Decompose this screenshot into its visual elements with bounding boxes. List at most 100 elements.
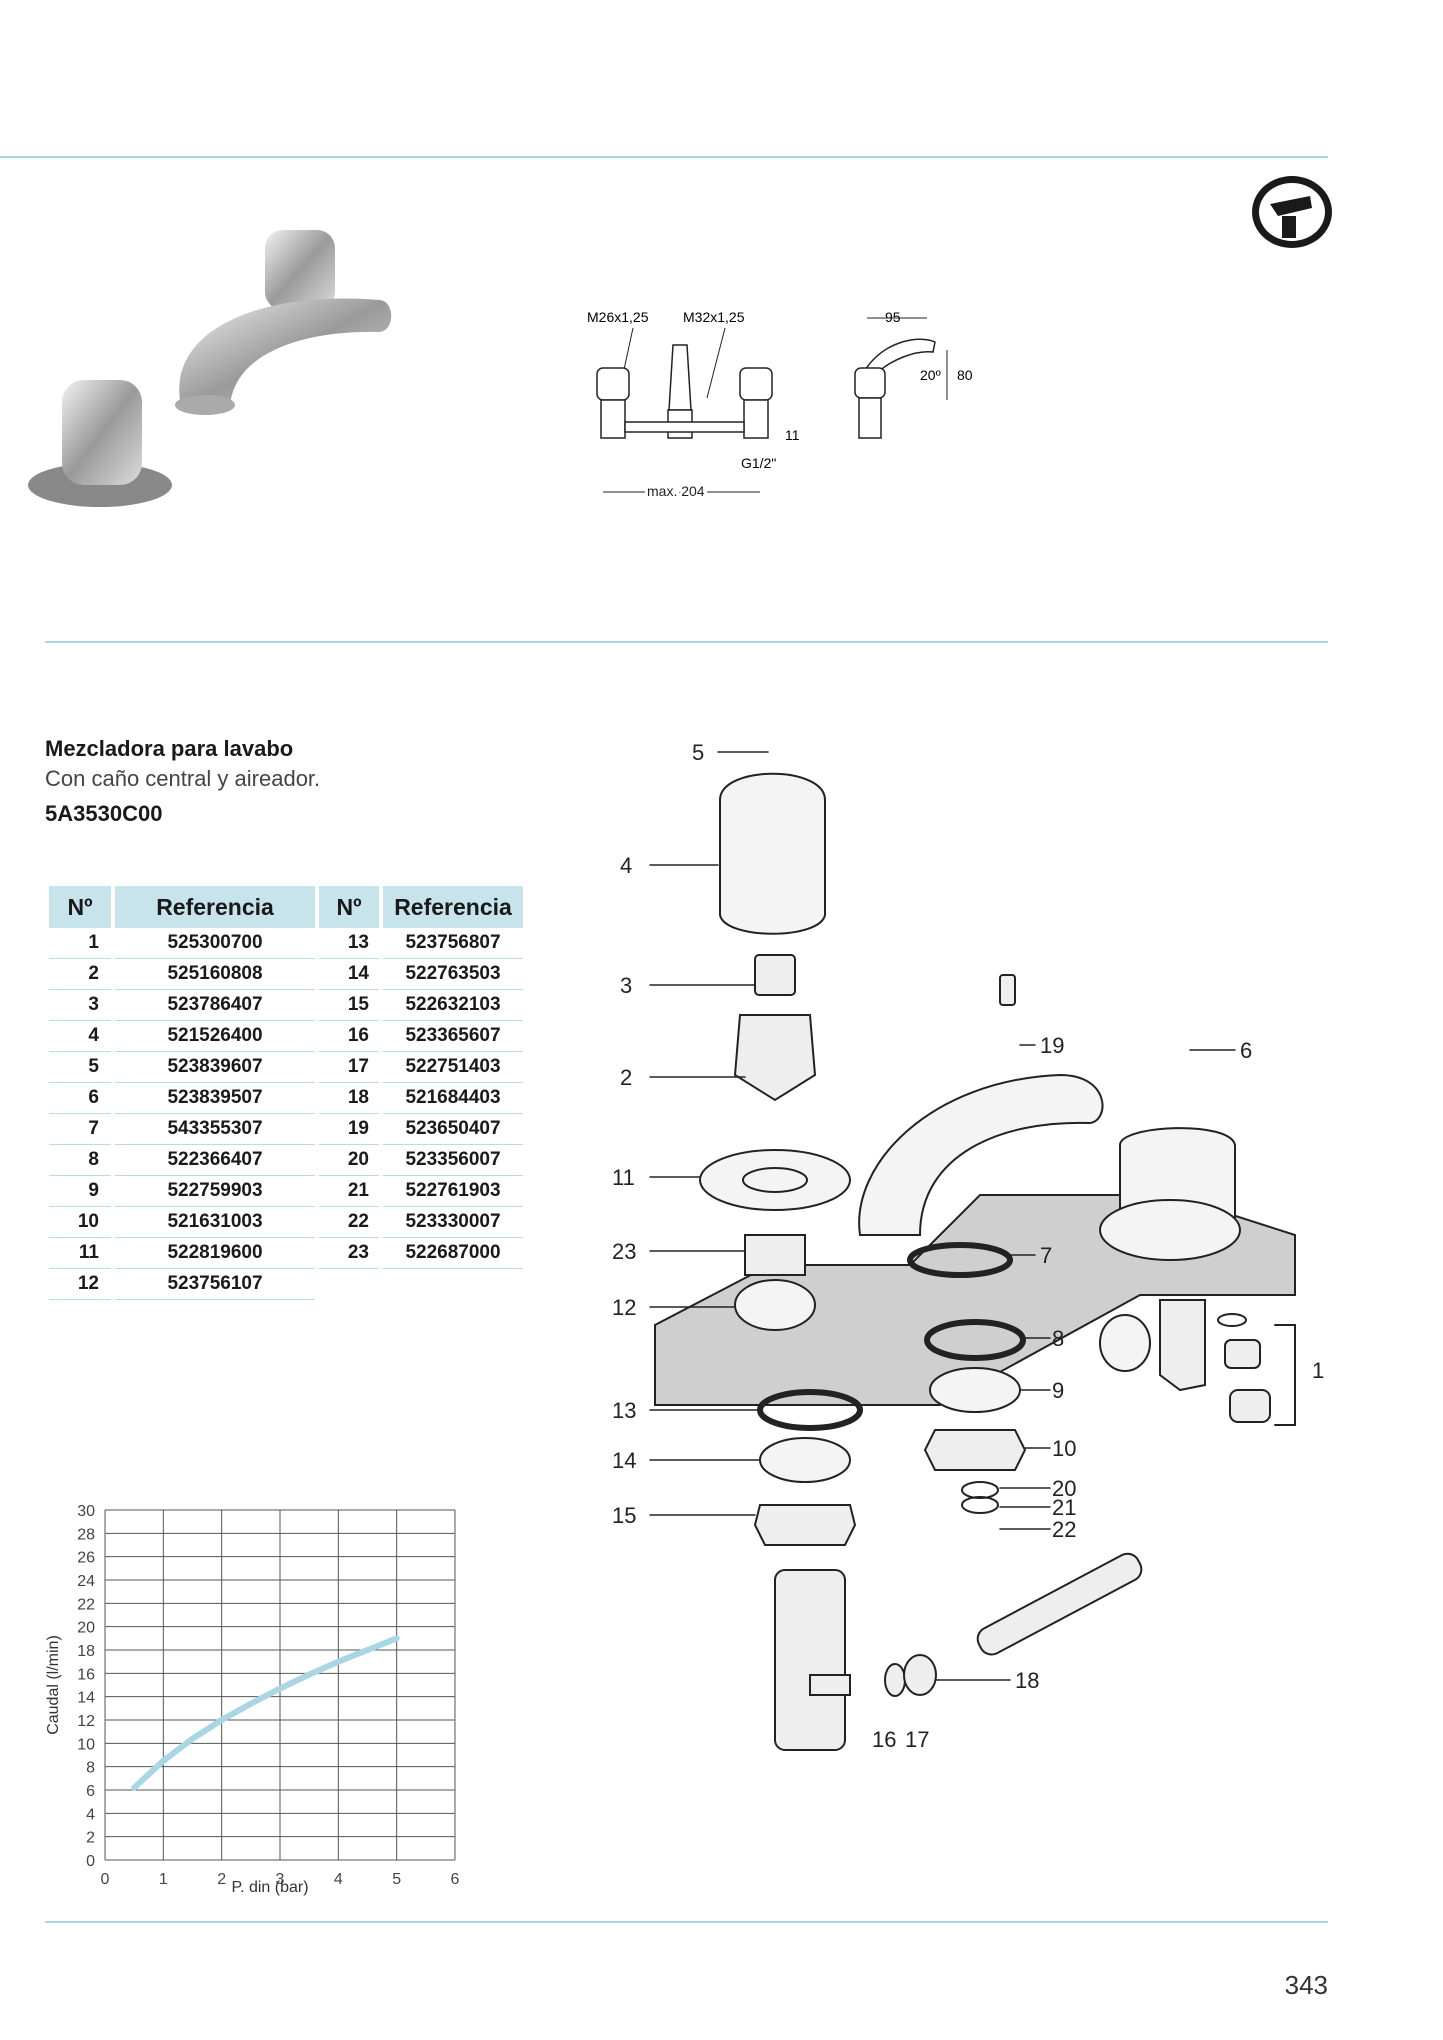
label-part-5: 5 (692, 740, 704, 765)
y-tick-label: 12 (77, 1713, 95, 1730)
x-tick-label: 4 (334, 1871, 343, 1888)
dim-height: 80 (957, 367, 973, 383)
part-reference: 523839607 (115, 1052, 315, 1083)
y-tick-label: 22 (77, 1596, 95, 1613)
y-tick-label: 30 (77, 1503, 95, 1520)
y-tick-label: 2 (86, 1830, 95, 1847)
header-reference: Referencia (115, 886, 315, 928)
part-number: 17 (319, 1052, 379, 1083)
label-part-22: 22 (1052, 1517, 1076, 1542)
part-reference: 525160808 (115, 959, 315, 990)
flow-curve-point (279, 1688, 281, 1689)
label-part-3: 3 (620, 973, 632, 998)
chart-series (131, 1635, 400, 1791)
x-tick-label: 1 (159, 1871, 168, 1888)
y-tick-label: 28 (77, 1526, 95, 1543)
part-reference: 523330007 (383, 1207, 523, 1238)
part-reference: 523839507 (115, 1083, 315, 1114)
product-code: 5A3530C00 (45, 801, 163, 826)
part-reference: 522759903 (115, 1176, 315, 1207)
part-number: 21 (319, 1176, 379, 1207)
part-number: 18 (319, 1083, 379, 1114)
part-number: 2 (49, 959, 111, 990)
page-number: 343 (1284, 1970, 1328, 2000)
dim-angle: 20º (920, 367, 941, 383)
flow-curve-point (367, 1649, 368, 1651)
y-tick-label: 6 (86, 1783, 95, 1800)
product-subtitle: Con caño central y aireador. (45, 766, 321, 791)
part-number: 6 (49, 1083, 111, 1114)
part-number: 15 (319, 990, 379, 1021)
part-number: 1 (49, 928, 111, 959)
part-reference: 522632103 (383, 990, 523, 1021)
flow-curve-line (131, 1635, 400, 1791)
label-part-6: 6 (1240, 1038, 1252, 1063)
label-part-2: 2 (620, 1065, 632, 1090)
flow-curve-point (162, 1760, 164, 1762)
part-number: 11 (49, 1238, 111, 1269)
x-tick-label: 3 (276, 1871, 285, 1888)
exploded-parts-diagram: 5 4 3 2 11 23 12 13 14 15 19 6 7 8 9 10 … (612, 740, 1324, 1752)
part-reference: 523356007 (383, 1145, 523, 1176)
x-axis-label: P. din (bar) (231, 1879, 308, 1896)
part-number: 14 (319, 959, 379, 990)
dim-depth: 11 (785, 427, 800, 443)
part-number: 13 (319, 928, 379, 959)
part-number: 23 (319, 1238, 379, 1269)
dim-connection: G1/2" (741, 455, 776, 471)
part-number (319, 1269, 379, 1300)
label-part-8: 8 (1052, 1326, 1064, 1351)
part-number: 7 (49, 1114, 111, 1145)
part-number: 3 (49, 990, 111, 1021)
dim-thread-center: M32x1,25 (683, 309, 745, 325)
part-reference: 521526400 (115, 1021, 315, 1052)
x-tick-label: 0 (101, 1871, 110, 1888)
part-reference: 522763503 (383, 959, 523, 990)
header-number: Nº (49, 886, 111, 928)
y-tick-label: 16 (77, 1666, 95, 1683)
y-tick-label: 8 (86, 1760, 95, 1777)
part-reference: 522366407 (115, 1145, 315, 1176)
y-tick-label: 4 (86, 1806, 95, 1823)
label-part-1: 1 (1312, 1358, 1324, 1383)
part-reference: 522819600 (115, 1238, 315, 1269)
top-divider (0, 156, 1328, 158)
label-part-13: 13 (612, 1398, 636, 1423)
part-reference: 521684403 (383, 1083, 523, 1114)
y-tick-label: 0 (86, 1853, 95, 1870)
label-part-11: 11 (612, 1165, 635, 1190)
label-part-21: 21 (1052, 1495, 1076, 1520)
product-title: Mezcladora para lavabo (45, 736, 294, 761)
y-tick-label: 26 (77, 1550, 95, 1567)
y-axis-label: Caudal (l/min) (45, 1635, 62, 1735)
label-part-14: 14 (612, 1448, 636, 1473)
flow-curve-point (221, 1719, 223, 1721)
label-part-9: 9 (1052, 1378, 1064, 1403)
flow-curve-point (192, 1738, 193, 1740)
flow-curve-point (250, 1703, 252, 1705)
label-part-18: 18 (1015, 1668, 1039, 1693)
label-part-10: 10 (1052, 1436, 1076, 1461)
part-number: 22 (319, 1207, 379, 1238)
dim-reach: 95 (885, 309, 901, 325)
y-tick-label: 20 (77, 1620, 95, 1637)
bottom-divider (45, 1921, 1328, 1923)
x-tick-label: 2 (217, 1871, 226, 1888)
faucet-category-icon (1252, 176, 1332, 248)
y-tick-label: 10 (77, 1736, 95, 1753)
part-reference: 523756807 (383, 928, 523, 959)
part-number: 19 (319, 1114, 379, 1145)
flow-curve-point (337, 1661, 339, 1663)
label-part-23: 23 (612, 1239, 636, 1264)
